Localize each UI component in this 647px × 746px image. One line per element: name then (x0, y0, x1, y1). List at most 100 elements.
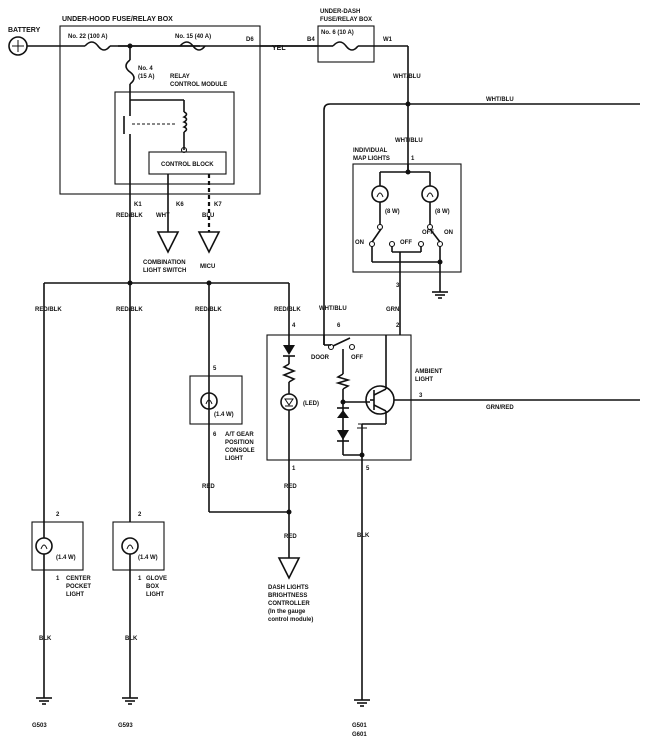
relay-coil (182, 111, 188, 133)
ambient-label-2: LIGHT (415, 377, 433, 383)
map-bulb-left (371, 185, 389, 203)
wire-red-blk-4: RED/BLK (274, 307, 301, 313)
relay-control-module (114, 91, 235, 185)
at-label-4: LIGHT (225, 456, 243, 462)
ground-g503: G503 (32, 723, 47, 729)
map-bulb-right (421, 185, 439, 203)
fuse-22-symbol (84, 41, 111, 51)
wire-blu-label: BLU (202, 213, 214, 219)
amb-term-3: 3 (419, 393, 423, 399)
wire-wht-blu-2: WHT/BLU (486, 97, 514, 103)
center-term-1: 1 (56, 576, 60, 582)
ambient-label-1: AMBIENT (415, 369, 443, 375)
relay-module-label-1: RELAY (170, 74, 190, 80)
wire-red-blk-1: RED/BLK (35, 307, 62, 313)
terminal-d6: D6 (246, 37, 254, 43)
wire-red-blk-top: RED/BLK (116, 213, 143, 219)
at-bulb-rating: (1.4 W) (214, 412, 234, 418)
dash-label-3: CONTROLLER (268, 601, 310, 607)
wire-yel-label: YEL (272, 45, 286, 52)
at-term-5: 5 (213, 366, 217, 372)
ground-g501-symbol (354, 699, 370, 707)
at-label-1: A/T GEAR (225, 432, 254, 438)
led-lamp (280, 393, 298, 411)
terminal-w1: W1 (383, 37, 393, 43)
glove-label-3: LIGHT (146, 592, 164, 598)
amb-term-5: 5 (366, 466, 370, 472)
wire-blk-glove: BLK (125, 636, 138, 642)
center-label-3: LIGHT (66, 592, 84, 598)
terminal-k1: K1 (134, 202, 142, 208)
relay-module-label-2: CONTROL MODULE (170, 82, 227, 88)
fuse-6-label: No. 6 (10 A) (321, 30, 354, 36)
center-bulb-rating: (1.4 W) (56, 555, 76, 561)
wire-grn-red: GRN/RED (486, 405, 514, 411)
terminal-k6: K6 (176, 202, 184, 208)
map-switch-left (371, 228, 382, 243)
glove-bulb-rating: (1.4 W) (138, 555, 158, 561)
combination-label-2: LIGHT SWITCH (143, 268, 186, 274)
ground-g503-symbol (36, 697, 52, 705)
wire-wht-label: WHT (156, 213, 170, 219)
map-switch-right (429, 228, 441, 243)
ambient-off-label: OFF (351, 355, 363, 361)
combination-switch-arrow (156, 231, 180, 254)
map-label-2: MAP LIGHTS (353, 156, 390, 162)
glove-box-bulb (121, 537, 139, 555)
amb-term-6: 6 (337, 323, 341, 329)
led-resistor (281, 363, 297, 383)
fuse-22-label: No. 22 (100 A) (68, 34, 107, 40)
ambient-light-box (266, 334, 412, 461)
glove-term-1: 1 (138, 576, 142, 582)
under-dash-label-1: UNDER-DASH (320, 9, 360, 15)
at-gear-bulb (200, 392, 218, 410)
dash-controller-arrow (277, 557, 301, 580)
at-label-3: CONSOLE (225, 448, 255, 454)
wire-blk-center: BLK (39, 636, 52, 642)
battery-symbol (8, 36, 28, 56)
center-pocket-light-box (31, 521, 84, 571)
amb-term-2: 2 (396, 323, 400, 329)
map-on-right: ON (444, 230, 453, 236)
ground-g593: G593 (118, 723, 133, 729)
glove-box-light-box (112, 521, 165, 571)
dash-label-4: (In the gauge (268, 609, 306, 615)
wire-grn: GRN (386, 307, 399, 313)
dash-label-1: DASH LIGHTS (268, 585, 309, 591)
dash-label-5: control module) (268, 617, 313, 623)
under-hood-fuse-box (59, 25, 261, 195)
led-diode (283, 345, 295, 355)
wire-blk-ambient: BLK (357, 533, 370, 539)
fuse-6-symbol (332, 41, 359, 51)
at-term-6: 6 (213, 432, 217, 438)
center-label-1: CENTER (66, 576, 91, 582)
under-hood-box-label: UNDER-HOOD FUSE/RELAY BOX (62, 16, 173, 23)
ground-g601: G601 (352, 732, 367, 738)
wire-wht-blu-1: WHT/BLU (393, 74, 421, 80)
wire-wht-blu-3: WHT/BLU (395, 138, 423, 144)
center-pocket-bulb (35, 537, 53, 555)
control-block (148, 151, 227, 175)
wht-blu-door-wire (323, 103, 408, 345)
micu-arrow (197, 231, 221, 254)
zener-diode-1 (337, 410, 349, 418)
fuse-4-symbol (125, 59, 135, 85)
at-gear-light-box (189, 375, 243, 425)
door-resistor (335, 373, 351, 390)
combination-label-1: COMBINATION (143, 260, 186, 266)
ground-g593-symbol (122, 697, 138, 705)
under-dash-fuse-box (317, 25, 375, 63)
map-off-left: OFF (400, 240, 412, 246)
fuse-15-label: No. 15 (40 A) (175, 34, 211, 40)
ground-g501: G501 (352, 723, 367, 729)
at-label-2: POSITION (225, 440, 254, 446)
door-switch (332, 337, 351, 347)
wire-red-dash: RED (284, 534, 297, 540)
control-block-label: CONTROL BLOCK (161, 162, 214, 168)
amb-term-1: 1 (292, 466, 296, 472)
door-label: DOOR (311, 355, 330, 361)
map-lights-box (352, 163, 462, 273)
terminal-b4: B4 (307, 37, 315, 43)
